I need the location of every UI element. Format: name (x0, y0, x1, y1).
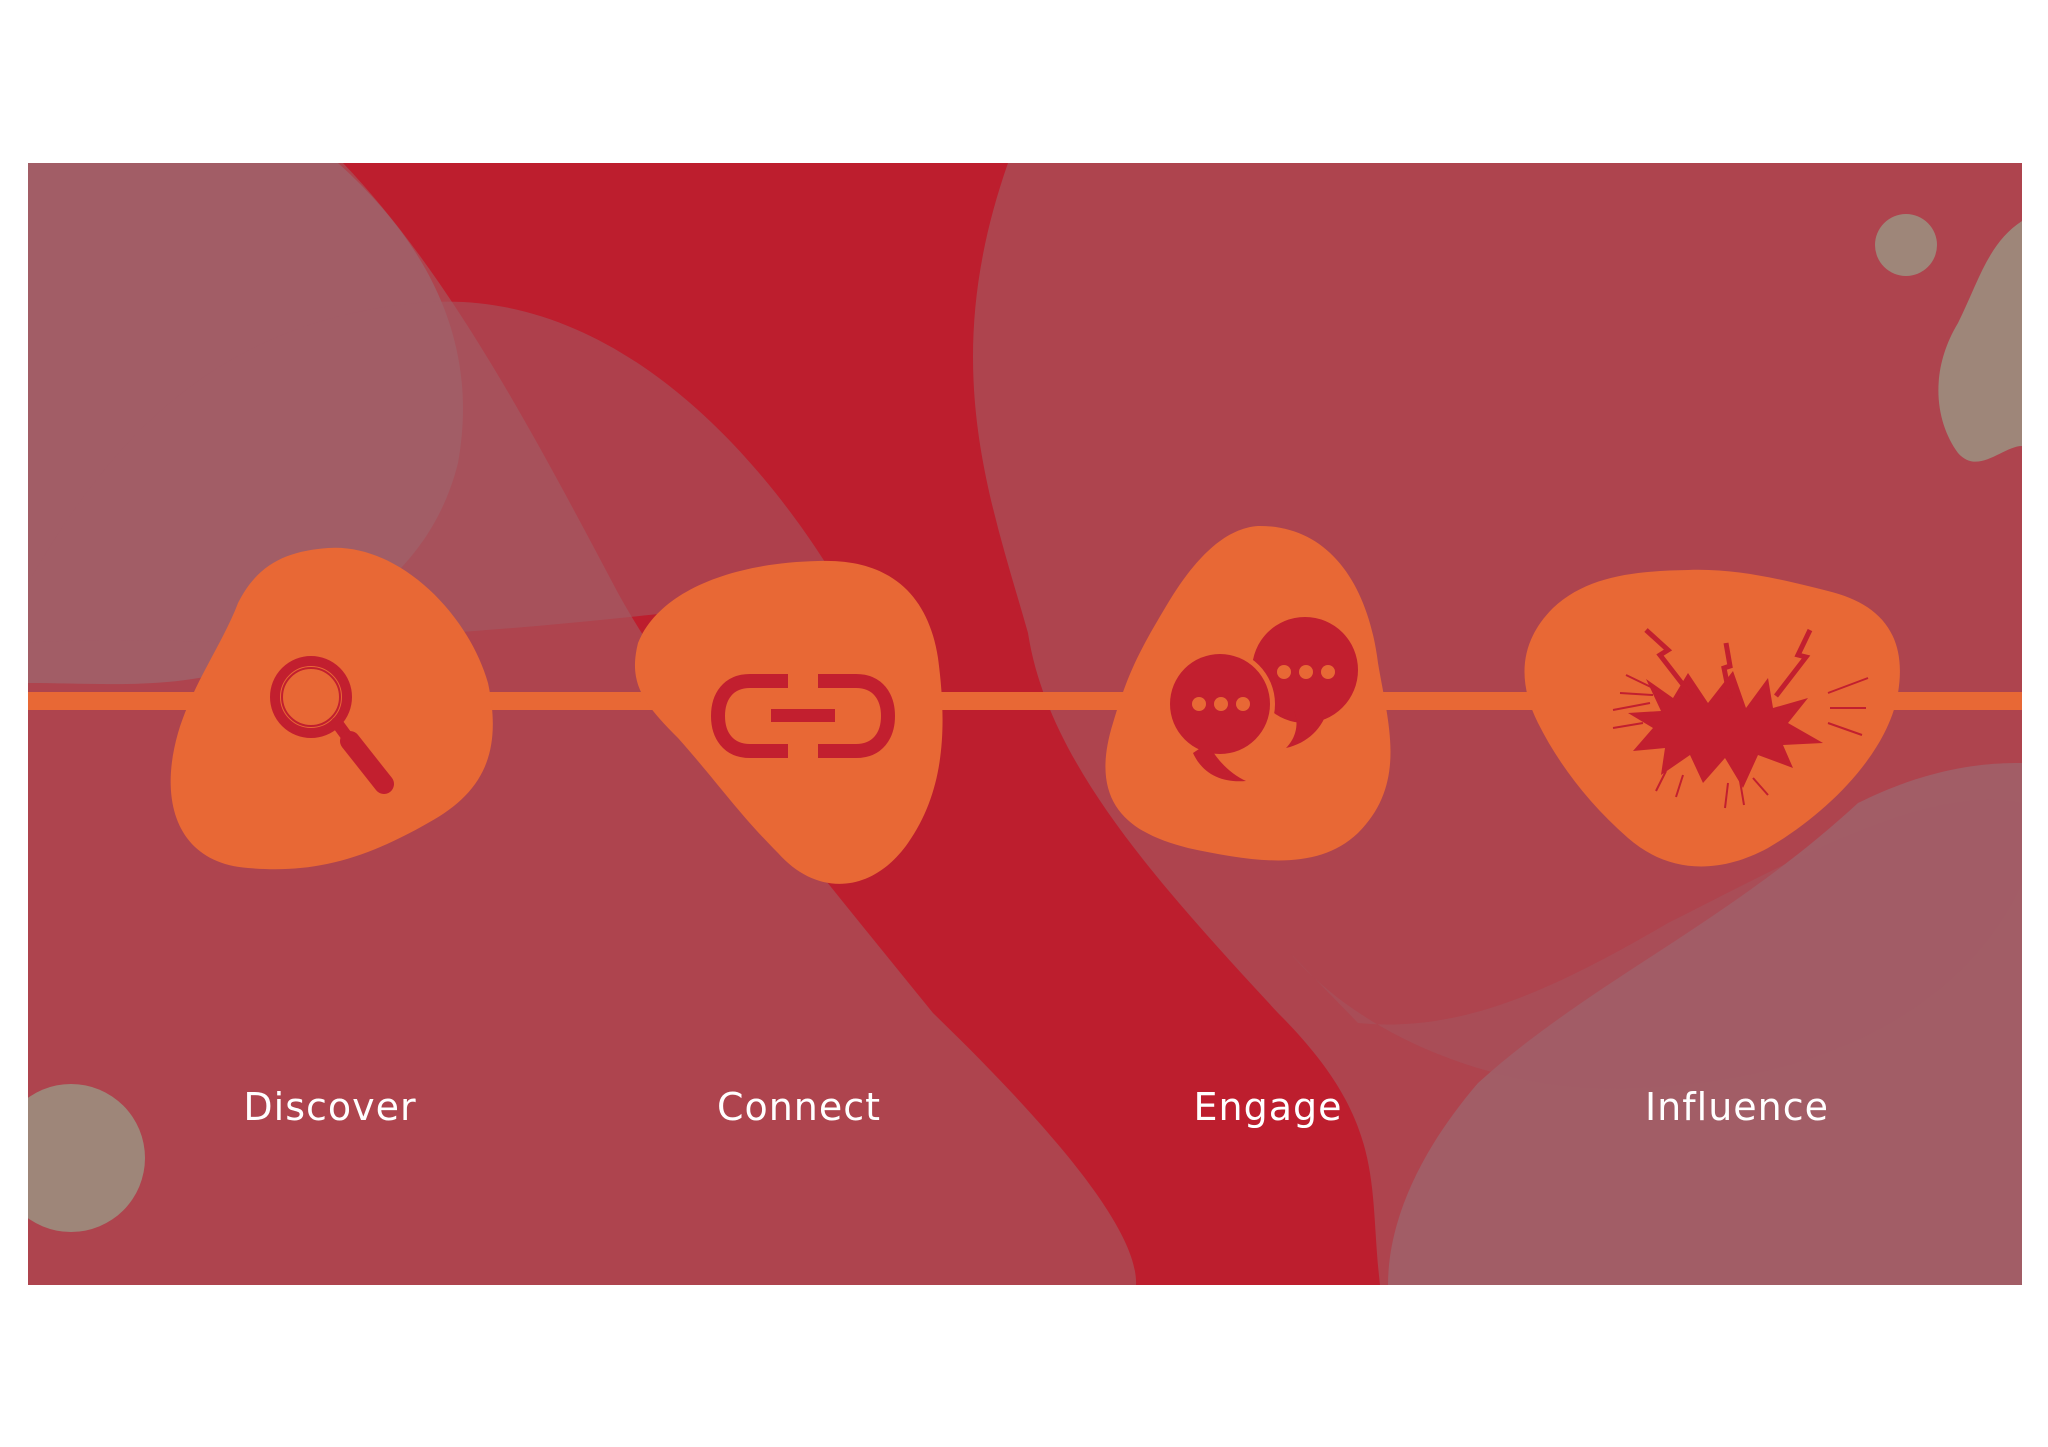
step-label-influence: Influence (1567, 1088, 1907, 1126)
top-right-dot (1875, 214, 1937, 276)
step-label-connect: Connect (629, 1088, 969, 1126)
slide-canvas: Discover Connect Engage Influence (28, 163, 2022, 1285)
step-label-discover: Discover (160, 1088, 500, 1126)
step-label-engage: Engage (1098, 1088, 1438, 1126)
